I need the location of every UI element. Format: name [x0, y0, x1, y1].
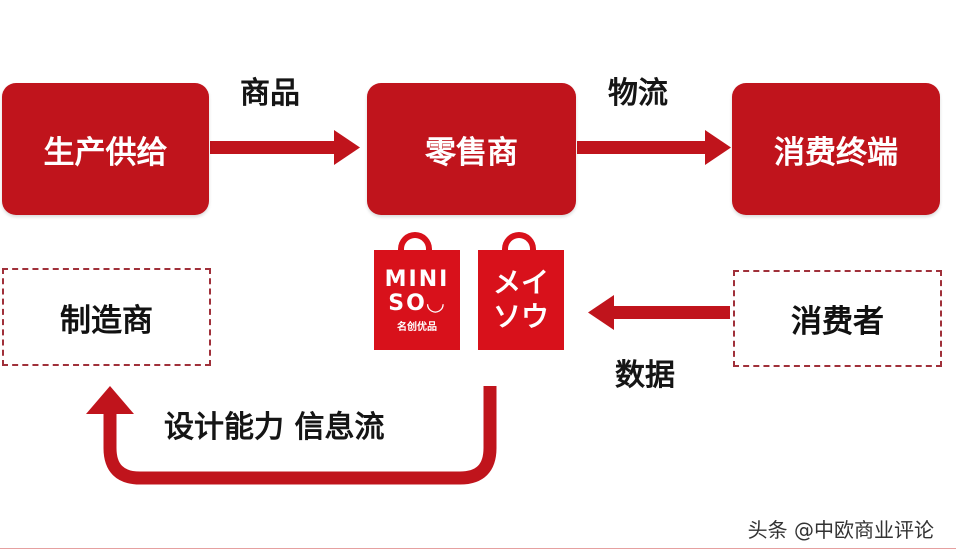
- node-consumer-terminal: 消费终端: [732, 83, 940, 215]
- arrow-logistics: [577, 130, 731, 165]
- meiso-text-line2: ソウ: [492, 300, 549, 333]
- label-logistics: 物流: [608, 76, 668, 111]
- bag-handle-icon: [502, 232, 536, 256]
- label-goods: 商品: [240, 76, 300, 111]
- meiso-text-line1: メイ: [492, 266, 549, 299]
- node-retailer-label: 零售商: [425, 134, 518, 171]
- arrow-goods: [210, 130, 360, 165]
- node-retailer: 零售商: [367, 83, 576, 215]
- node-production: 生产供给: [2, 83, 209, 215]
- label-design-info: 设计能力 信息流: [164, 410, 385, 445]
- node-manufacturer-label: 制造商: [60, 302, 153, 339]
- label-data: 数据: [615, 358, 675, 393]
- node-production-label: 生产供给: [43, 134, 168, 171]
- arrow-data: [588, 295, 730, 330]
- miniso-text-line1: MINI: [384, 266, 450, 292]
- meiso-logo-bag: メイ ソウ: [478, 232, 564, 350]
- node-consumer: 消费者: [733, 270, 942, 367]
- node-consumer-terminal-label: 消费终端: [774, 134, 898, 171]
- bottom-divider: [0, 548, 956, 549]
- node-manufacturer: 制造商: [2, 268, 211, 366]
- watermark: 头条 @中欧商业评论: [747, 518, 934, 542]
- bag-handle-icon: [398, 232, 432, 256]
- node-consumer-label: 消费者: [791, 304, 884, 340]
- miniso-logo-bag: MINI SO◡ 名创优品: [374, 232, 460, 350]
- arrow-feedback: [86, 386, 497, 485]
- miniso-cn-text: 名创优品: [397, 321, 437, 333]
- miniso-text-line2: SO◡: [388, 290, 446, 316]
